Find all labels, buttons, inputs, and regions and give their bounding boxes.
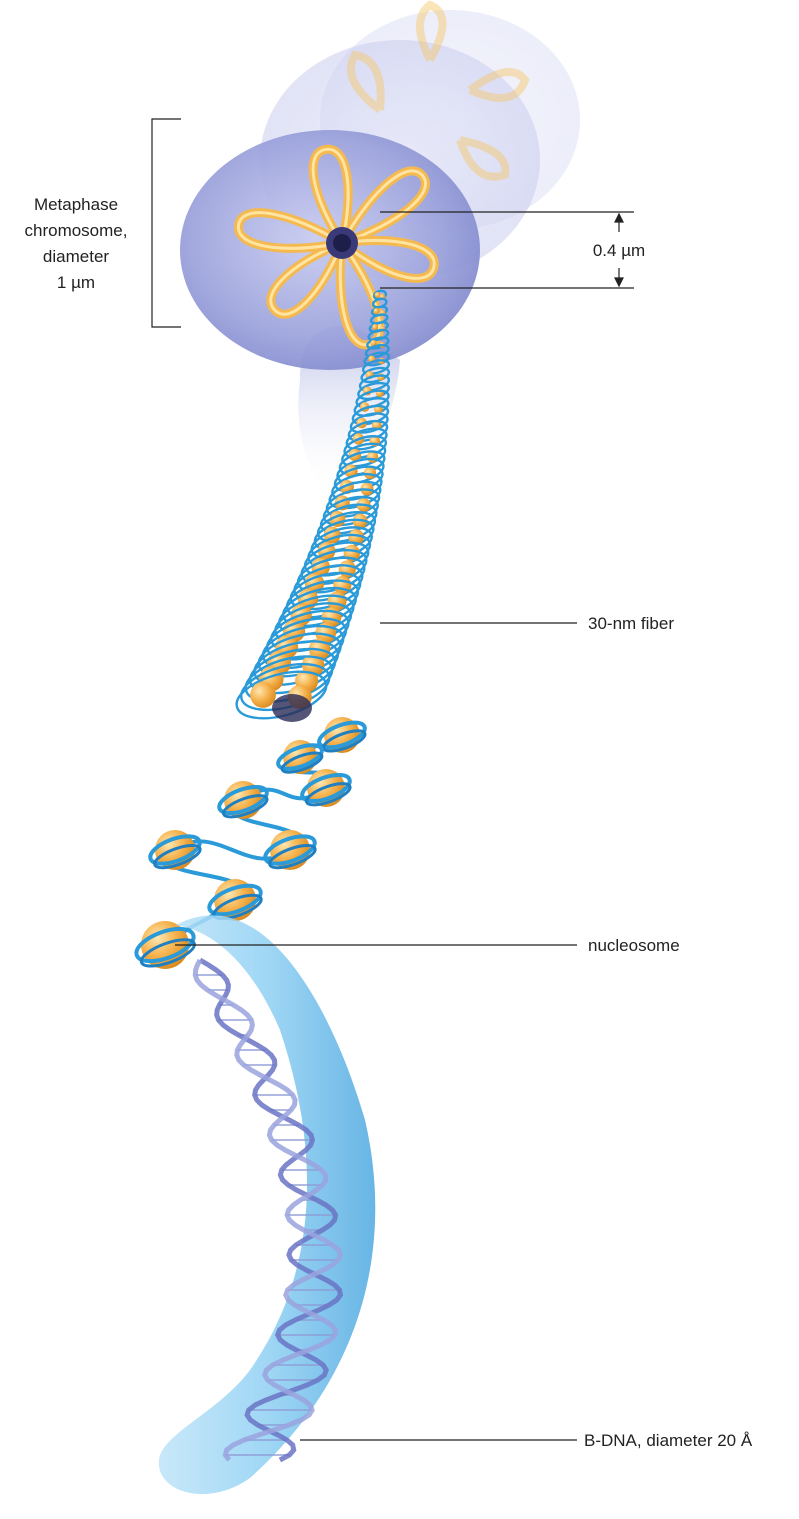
rosette-center (326, 227, 358, 259)
metaphase-bracket (152, 119, 181, 327)
fiber-label: 30-nm fiber (588, 614, 674, 633)
bdna-label: B-DNA, diameter 20 Å (584, 1431, 753, 1450)
metaphase-label-line-4: 1 µm (57, 273, 95, 292)
fiber-nucleosome (364, 467, 376, 479)
fiber-nucleosome (373, 308, 379, 314)
metaphase-label-line-3: diameter (43, 247, 109, 266)
metaphase-label-line-1: Metaphase (34, 195, 118, 214)
metaphase-label-line-2: chromosome, (25, 221, 128, 240)
nucleosome-label: nucleosome (588, 936, 680, 955)
fiber-nucleosome (250, 682, 276, 708)
fiber-nucleosome (372, 324, 378, 330)
b-dna-tube (159, 915, 375, 1494)
fiber-core (272, 694, 312, 722)
metaphase-chromosome-halo (180, 130, 480, 500)
loop-size-label: 0.4 µm (593, 241, 645, 260)
